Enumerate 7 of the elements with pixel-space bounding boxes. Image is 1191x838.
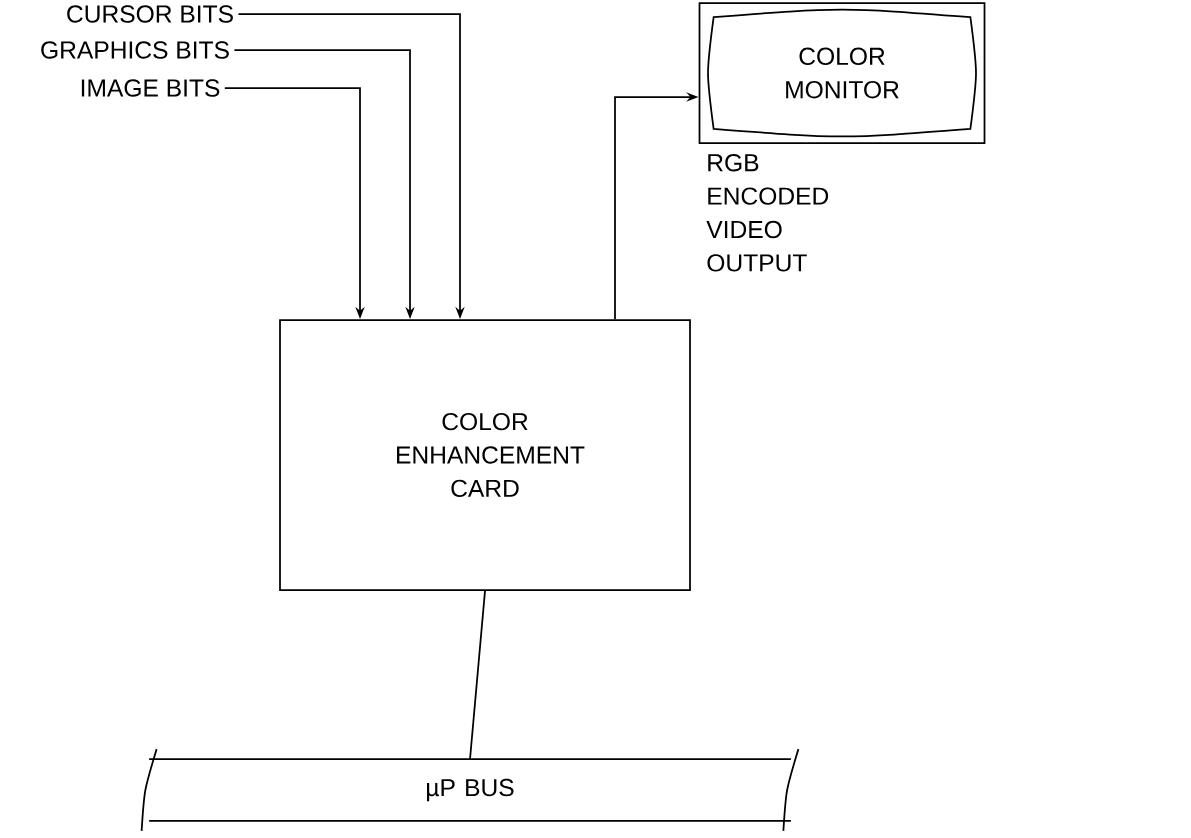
signal-label: IMAGE BITS bbox=[81, 79, 220, 97]
monitor-drawing: COLOR MONITOR bbox=[698, 2, 986, 144]
card-box: COLOR ENHANCEMENT CARD bbox=[279, 319, 691, 591]
signal-label: CURSOR BITS bbox=[67, 5, 233, 23]
edge-label: RGB ENCODED VIDEO OUTPUT bbox=[706, 154, 829, 272]
bus-band: µP BUS bbox=[140, 748, 800, 832]
signal-label: GRAPHICS BITS bbox=[41, 41, 229, 59]
